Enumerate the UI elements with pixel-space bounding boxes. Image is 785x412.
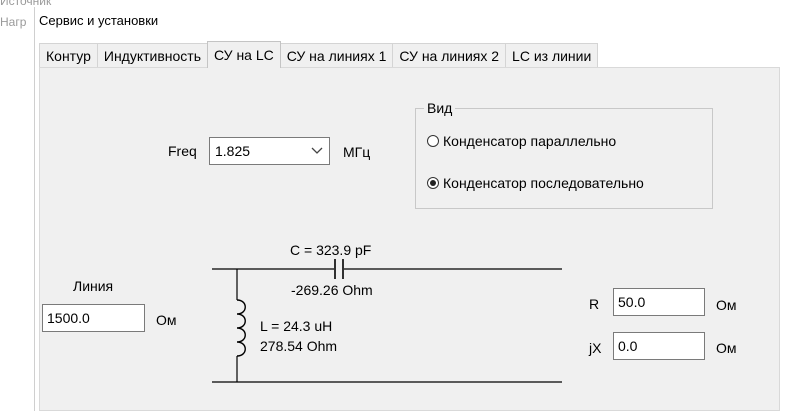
settings-window: Сервис и установки Контур Индуктивность … <box>34 7 785 411</box>
tab-bar: Контур Индуктивность СУ на LC СУ на лини… <box>39 41 599 68</box>
background-label-source: Источник <box>0 0 52 8</box>
load-r-unit: Ом <box>716 297 737 313</box>
radio-parallel-indicator <box>427 135 439 147</box>
radio-series-indicator <box>427 177 439 189</box>
radio-parallel-label: Конденсатор параллельно <box>443 133 617 149</box>
radio-series-label: Конденсатор последовательно <box>443 175 644 191</box>
freq-value: 1.825 <box>215 143 251 159</box>
background-label-load: Нагр <box>0 15 27 29</box>
inductance-label: L = 24.3 uH <box>260 318 333 334</box>
radio-series[interactable]: Конденсатор последовательно <box>427 175 644 191</box>
chevron-down-icon <box>311 147 323 154</box>
circuit-diagram <box>212 259 562 383</box>
freq-select[interactable]: 1.825 <box>209 137 330 165</box>
line-unit: Ом <box>156 312 177 328</box>
capacitor-icon <box>334 259 344 279</box>
tab-circuit[interactable]: Контур <box>39 43 98 67</box>
radio-parallel[interactable]: Конденсатор параллельно <box>427 133 616 149</box>
load-x-label: jX <box>589 340 602 356</box>
tab-panel: Freq 1.825 МГц Вид Конденсатор параллель… <box>39 67 780 411</box>
tab-lc-from-line[interactable]: LC из линии <box>505 43 599 67</box>
cap-reactance-label: -269.26 Ohm <box>291 282 373 298</box>
line-label: Линия <box>73 278 114 294</box>
freq-label: Freq <box>168 143 197 159</box>
inductor-icon <box>236 299 246 357</box>
load-x-input[interactable] <box>613 332 705 360</box>
ind-reactance-label: 278.54 Ohm <box>260 338 338 354</box>
view-group: Вид Конденсатор параллельно Конденсатор … <box>415 100 713 209</box>
window-title: Сервис и установки <box>39 13 159 28</box>
tab-lc-matching[interactable]: СУ на LC <box>207 41 281 68</box>
capacitance-label: C = 323.9 pF <box>290 242 372 258</box>
freq-unit: МГц <box>343 144 371 160</box>
line-impedance-input[interactable] <box>42 304 145 332</box>
load-r-input[interactable] <box>613 288 705 316</box>
tab-line-matching-2[interactable]: СУ на линиях 2 <box>392 43 507 67</box>
tab-inductance[interactable]: Индуктивность <box>96 43 209 67</box>
load-x-unit: Ом <box>716 340 737 356</box>
view-group-title: Вид <box>424 100 456 116</box>
load-r-label: R <box>589 296 600 312</box>
tab-line-matching-1[interactable]: СУ на линиях 1 <box>279 43 394 67</box>
